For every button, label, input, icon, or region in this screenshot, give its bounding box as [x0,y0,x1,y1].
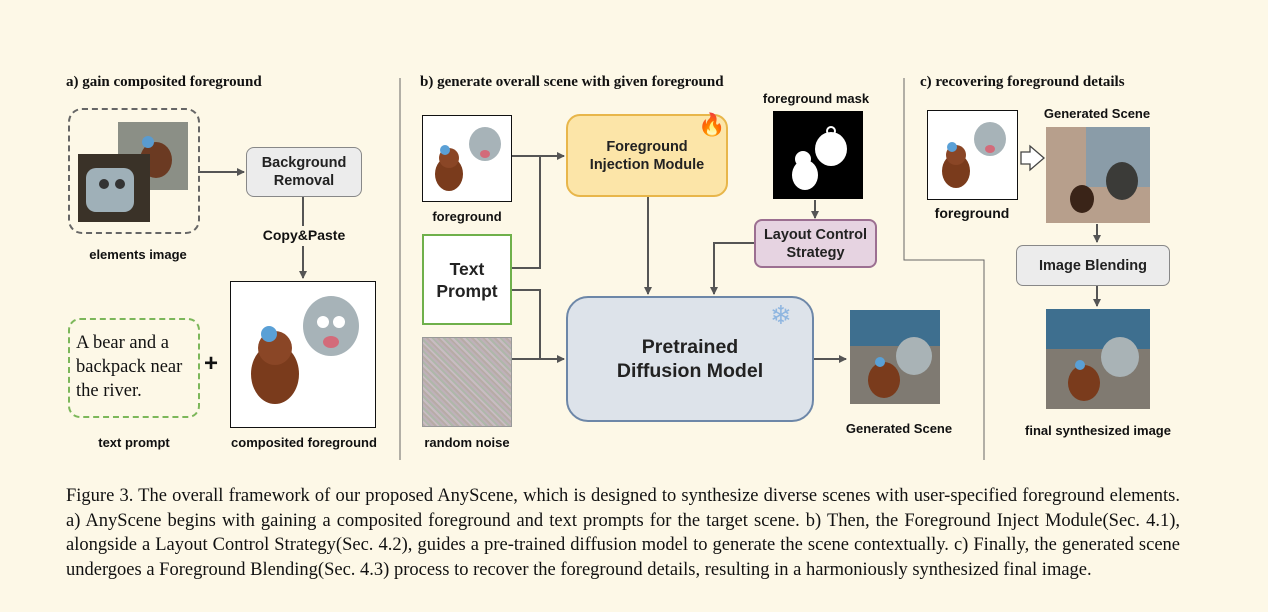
arrow-prompt-to-diffusion [512,289,565,363]
generated-scene-b-label: Generated Scene [845,421,953,436]
background-removal-line-2: Removal [273,173,335,189]
divider-b-c [903,78,985,460]
composited-foreground-drawing [251,296,359,404]
generated-scene-b-image [850,310,940,404]
composited-foreground-image [230,281,376,428]
elements-image [78,122,188,222]
layout-control-line-2: Strategy [786,244,845,261]
foreground-c-image [927,110,1018,200]
injection-module-line-1: Foreground [606,138,688,155]
generated-scene-c-image [1046,127,1150,223]
text-prompt-frame [68,318,200,418]
fire-icon: 🔥 [698,112,726,137]
plus-sign: + [204,350,219,377]
line-prompt-to-injection [512,156,541,269]
final-synthesized-label: final synthesized image [1025,423,1171,438]
text-prompt-box: Text Prompt [422,234,512,325]
section-b-title: b) generate overall scene with given for… [420,74,724,90]
generated-scene-b-drawing [850,310,940,404]
random-noise-label: random noise [424,435,510,450]
random-noise-image [422,337,512,427]
snowflake-icon: ❄ [770,300,792,330]
text-prompt-label: text prompt [98,435,170,450]
copy-paste-label: Copy&Paste [262,227,346,243]
text-prompt-content: A bear and a backpack near the river. [76,331,182,403]
background-removal-line-1: Background [261,155,347,171]
foreground-image [422,115,512,202]
foreground-injection-module: Foreground Injection Module [566,114,728,197]
final-synthesized-drawing [1046,309,1150,409]
injection-module-line-2: Injection Module [589,156,705,173]
layout-control-strategy: Layout Control Strategy [754,219,877,268]
foreground-drawing [435,127,501,191]
elements-image-label: elements image [89,247,187,262]
background-removal-box: Background Removal [246,147,362,197]
text-prompt-box-line-2: Prompt [436,280,498,301]
final-synthesized-image [1046,309,1150,409]
image-blending-box: Image Blending [1016,245,1170,286]
figure-caption: Figure 3. The overall framework of our p… [66,486,1180,580]
foreground-c-label: foreground [934,205,1010,221]
diffusion-model-line-2: Diffusion Model [616,360,764,382]
generated-scene-c-label: Generated Scene [1043,106,1151,121]
pretrained-diffusion-model: Pretrained Diffusion Model [566,296,814,422]
generated-scene-c-drawing [1046,127,1150,223]
foreground-mask-image [773,111,863,199]
arrow-foreground-to-generated [1020,144,1045,172]
section-a-title: a) gain composited foreground [66,74,262,90]
arrow-layout-to-diffusion [710,242,754,295]
foreground-mask-drawing [792,126,847,190]
text-prompt-line-2: backpack near [76,357,183,377]
elements-image-frame [68,108,200,234]
text-prompt-line-1: A bear and a [76,333,169,353]
text-prompt-line-3: the river. [76,381,142,401]
layout-control-line-1: Layout Control [763,226,868,243]
foreground-label: foreground [432,209,502,224]
foreground-c-drawing [942,122,1006,188]
text-prompt-box-line-1: Text [449,258,485,279]
composited-foreground-label: composited foreground [231,435,377,450]
diffusion-model-line-1: Pretrained [641,336,739,358]
foreground-mask-label: foreground mask [762,91,870,106]
section-c-title: c) recovering foreground details [920,74,1125,90]
